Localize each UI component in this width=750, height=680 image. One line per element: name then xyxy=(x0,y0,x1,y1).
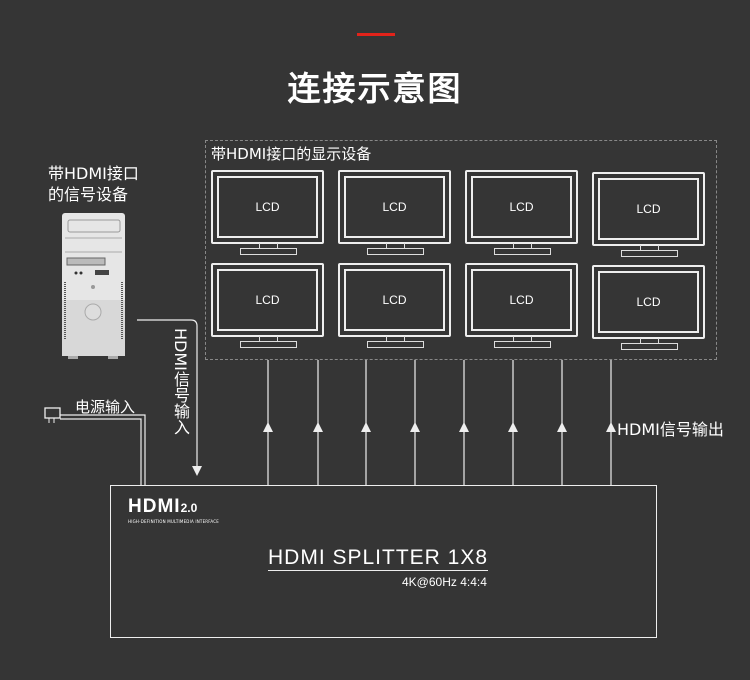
monitor-base xyxy=(240,248,297,255)
splitter-spec: 4K@60Hz 4:4:4 xyxy=(402,575,487,589)
monitor-base xyxy=(494,341,551,348)
monitor-label: LCD xyxy=(598,271,699,333)
monitor-label: LCD xyxy=(598,178,699,240)
monitor-screen: LCD xyxy=(592,265,705,339)
arrow-up-icon xyxy=(410,422,420,432)
monitor-base xyxy=(621,250,678,257)
monitor-screen: LCD xyxy=(338,263,451,337)
monitor-label: LCD xyxy=(344,269,445,331)
source-label-line1: 带HDMI接口 xyxy=(48,164,139,183)
source-device-label: 带HDMI接口 的信号设备 xyxy=(48,163,139,205)
monitor-base xyxy=(240,341,297,348)
arrow-up-icon xyxy=(361,422,371,432)
hdmi-logo: HDMI2.0 xyxy=(128,497,197,516)
power-input-label: 电源输入 xyxy=(75,398,136,416)
hdmi-output-label: HDMI信号输出 xyxy=(617,420,724,439)
hdmi-input-label: HDMI信号输入 xyxy=(171,328,190,435)
lcd-monitor: LCD xyxy=(211,170,324,255)
lcd-monitor: LCD xyxy=(338,263,451,348)
monitor-label: LCD xyxy=(344,176,445,238)
monitor-base xyxy=(621,343,678,350)
arrow-down-icon xyxy=(192,466,202,476)
lcd-monitor: LCD xyxy=(465,263,578,348)
lcd-monitor: LCD xyxy=(211,263,324,348)
lcd-monitor: LCD xyxy=(465,170,578,255)
display-group-label: 带HDMI接口的显示设备 xyxy=(211,145,372,163)
display-group-box xyxy=(205,140,717,360)
splitter-model: HDMI SPLITTER 1X8 xyxy=(268,546,489,571)
arrow-up-icon xyxy=(508,422,518,432)
hdmi-logo-version: 2.0 xyxy=(180,501,198,515)
hdmi-splitter-device xyxy=(110,485,657,638)
monitor-label: LCD xyxy=(471,269,572,331)
hdmi-logo-text: HDMI xyxy=(128,496,181,517)
pc-tower-icon xyxy=(62,213,125,359)
monitor-screen: LCD xyxy=(592,172,705,246)
monitor-base xyxy=(367,341,424,348)
source-label-line2: 的信号设备 xyxy=(48,185,129,204)
monitor-screen: LCD xyxy=(465,170,578,244)
monitor-base xyxy=(367,248,424,255)
monitor-label: LCD xyxy=(471,176,572,238)
arrow-up-icon xyxy=(313,422,323,432)
arrow-up-icon xyxy=(459,422,469,432)
monitor-label: LCD xyxy=(217,176,318,238)
monitor-label: LCD xyxy=(217,269,318,331)
monitor-screen: LCD xyxy=(338,170,451,244)
lcd-monitor: LCD xyxy=(338,170,451,255)
lcd-monitor: LCD xyxy=(592,172,705,257)
monitor-screen: LCD xyxy=(465,263,578,337)
lcd-monitor: LCD xyxy=(592,265,705,350)
power-plug-icon xyxy=(44,407,61,423)
monitor-base xyxy=(494,248,551,255)
page-title: 连接示意图 xyxy=(287,69,463,108)
monitor-screen: LCD xyxy=(211,263,324,337)
arrow-up-icon xyxy=(557,422,567,432)
arrow-up-icon xyxy=(606,422,616,432)
hdmi-logo-subtitle: HIGH-DEFINITION MULTIMEDIA INTERFACE xyxy=(128,519,220,524)
arrow-up-icon xyxy=(263,422,273,432)
accent-bar xyxy=(357,33,395,36)
monitor-screen: LCD xyxy=(211,170,324,244)
